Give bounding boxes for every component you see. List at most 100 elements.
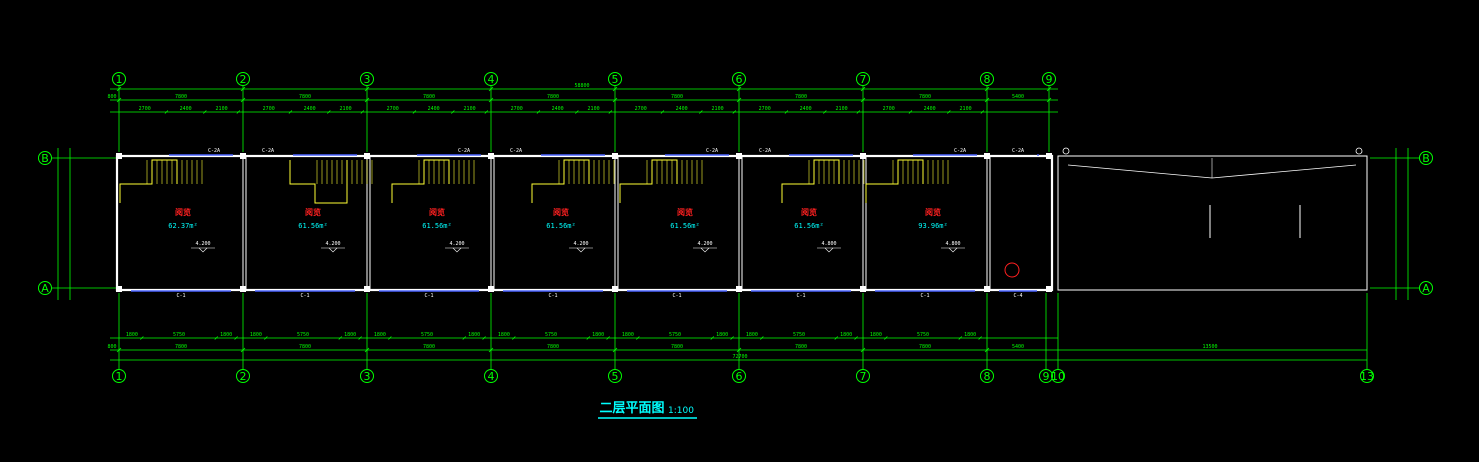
dim-tick: [856, 110, 861, 114]
dim-sub-top: 2100: [960, 106, 972, 112]
dim-sub-bottom: 1800: [746, 332, 758, 338]
window-label-bottom: C-1: [176, 293, 185, 299]
dim-sub-bottom: 1800: [126, 332, 138, 338]
column: [240, 286, 246, 292]
dim-total-bottom: 72700: [732, 354, 747, 360]
axis-label-bottom: 2: [240, 370, 247, 383]
dim-sub-top: 2700: [635, 106, 647, 112]
axis-bubble-top: [360, 72, 374, 86]
dim-tick: [140, 336, 144, 340]
room-area: 62.37m²: [168, 222, 198, 230]
dim-bay-top: 7800: [547, 94, 559, 100]
column: [736, 286, 742, 292]
window-label-bottom: C-1: [672, 293, 681, 299]
axis-label-top: 7: [860, 73, 867, 86]
dim-tick: [660, 110, 665, 114]
axis-bubble-top: [1042, 72, 1056, 86]
dim-sub-bottom: 5750: [421, 332, 433, 338]
dim-bay-top: 5400: [1012, 94, 1024, 100]
dim-sub-bottom: 1800: [468, 332, 480, 338]
window-label-top: C-2A: [706, 148, 718, 154]
column: [984, 153, 990, 159]
axis-label-bottom: 9: [1043, 370, 1050, 383]
room-name: 阅览: [429, 207, 445, 217]
axis-label-top: 6: [736, 73, 743, 86]
index-mark-circle: [1004, 262, 1020, 278]
dim-sub-top: 2100: [836, 106, 848, 112]
dim-sub-top: 2400: [180, 106, 192, 112]
axis-label-bottom: 7: [860, 370, 867, 383]
dim-sub-bottom: 5750: [793, 332, 805, 338]
column: [116, 153, 122, 159]
stair-outline: [781, 159, 840, 203]
dim-tick: [710, 336, 715, 340]
dim-bay-top: 7800: [299, 94, 311, 100]
elevation-triangle: [452, 247, 462, 253]
dim-tick: [214, 336, 219, 340]
room-name: 阅览: [553, 207, 569, 217]
dim-sub-bottom: 1800: [498, 332, 510, 338]
dim-bay-bottom: 7800: [795, 344, 807, 350]
elevation-triangle: [328, 247, 338, 253]
dim-tick: [958, 336, 963, 340]
axis-label-top: 2: [240, 73, 247, 86]
dim-tick: [338, 336, 343, 340]
dim-sub-top: 2400: [304, 106, 316, 112]
axis-label-top: 3: [364, 73, 371, 86]
axis-label-left: A: [41, 282, 49, 295]
dim-bay-bottom: 5400: [1012, 344, 1024, 350]
room-area: 61.56m²: [298, 222, 328, 230]
axis-label-left: B: [41, 152, 49, 165]
column: [1046, 153, 1052, 159]
dim-tick: [164, 110, 169, 114]
axis-bubble-top: [856, 72, 870, 86]
axis-label-top: 8: [984, 73, 991, 86]
room-name: 阅览: [925, 207, 941, 217]
dim-sub-bottom: 1800: [250, 332, 262, 338]
dim-tick: [234, 336, 238, 340]
room-name: 阅览: [677, 207, 693, 217]
stair-outline: [391, 159, 450, 203]
dim-tick: [608, 110, 613, 114]
column: [488, 286, 494, 292]
dim-sub-top: 2400: [428, 106, 440, 112]
stair-outline: [531, 159, 590, 203]
dim-sub-top: 2700: [139, 106, 151, 112]
room-area: 61.56m²: [422, 222, 452, 230]
room-name: 阅览: [175, 207, 191, 217]
room-labels: 阅览62.37m²4.200阅览61.56m²4.200阅览61.56m²4.2…: [168, 207, 1020, 278]
dim-tick: [484, 110, 489, 114]
axis-bubble-bottom: [980, 369, 994, 383]
dim-sub-bottom: 1800: [870, 332, 882, 338]
dim-tick: [264, 336, 268, 340]
exterior-wall: [115, 154, 1054, 292]
dim-bay-top: 7800: [795, 94, 807, 100]
dim-tick: [636, 336, 640, 340]
axis-label-bottom: 10: [1051, 370, 1065, 383]
column: [116, 286, 122, 292]
drain-mark: [1062, 147, 1070, 155]
dim-tick: [358, 336, 362, 340]
window-label-top: C-2A: [458, 148, 470, 154]
dim-sub-bottom: 1800: [716, 332, 728, 338]
axis-bubble-bottom: [732, 369, 746, 383]
axis-label-top: 9: [1046, 73, 1053, 86]
axis-label-bottom: 8: [984, 370, 991, 383]
dim-bay-bottom: 7800: [671, 344, 683, 350]
stairs: [119, 159, 949, 204]
dim-bay-top: 7800: [671, 94, 683, 100]
dim-tick: [854, 336, 858, 340]
axis-bubble-left: [38, 281, 52, 295]
dim-tick: [730, 336, 734, 340]
dim-tick: [699, 110, 703, 114]
room-name: 阅览: [801, 207, 817, 217]
axis-bubble-bottom: [608, 369, 622, 383]
dim-sub-bottom: 1800: [374, 332, 386, 338]
window-label-bottom: C-1: [796, 293, 805, 299]
elevation-triangle: [948, 247, 958, 253]
dim-sub-bottom: 5750: [917, 332, 929, 338]
dim-sub-bottom: 1800: [220, 332, 232, 338]
window-label-top: C-2A: [208, 148, 220, 154]
dim-tick: [482, 336, 486, 340]
